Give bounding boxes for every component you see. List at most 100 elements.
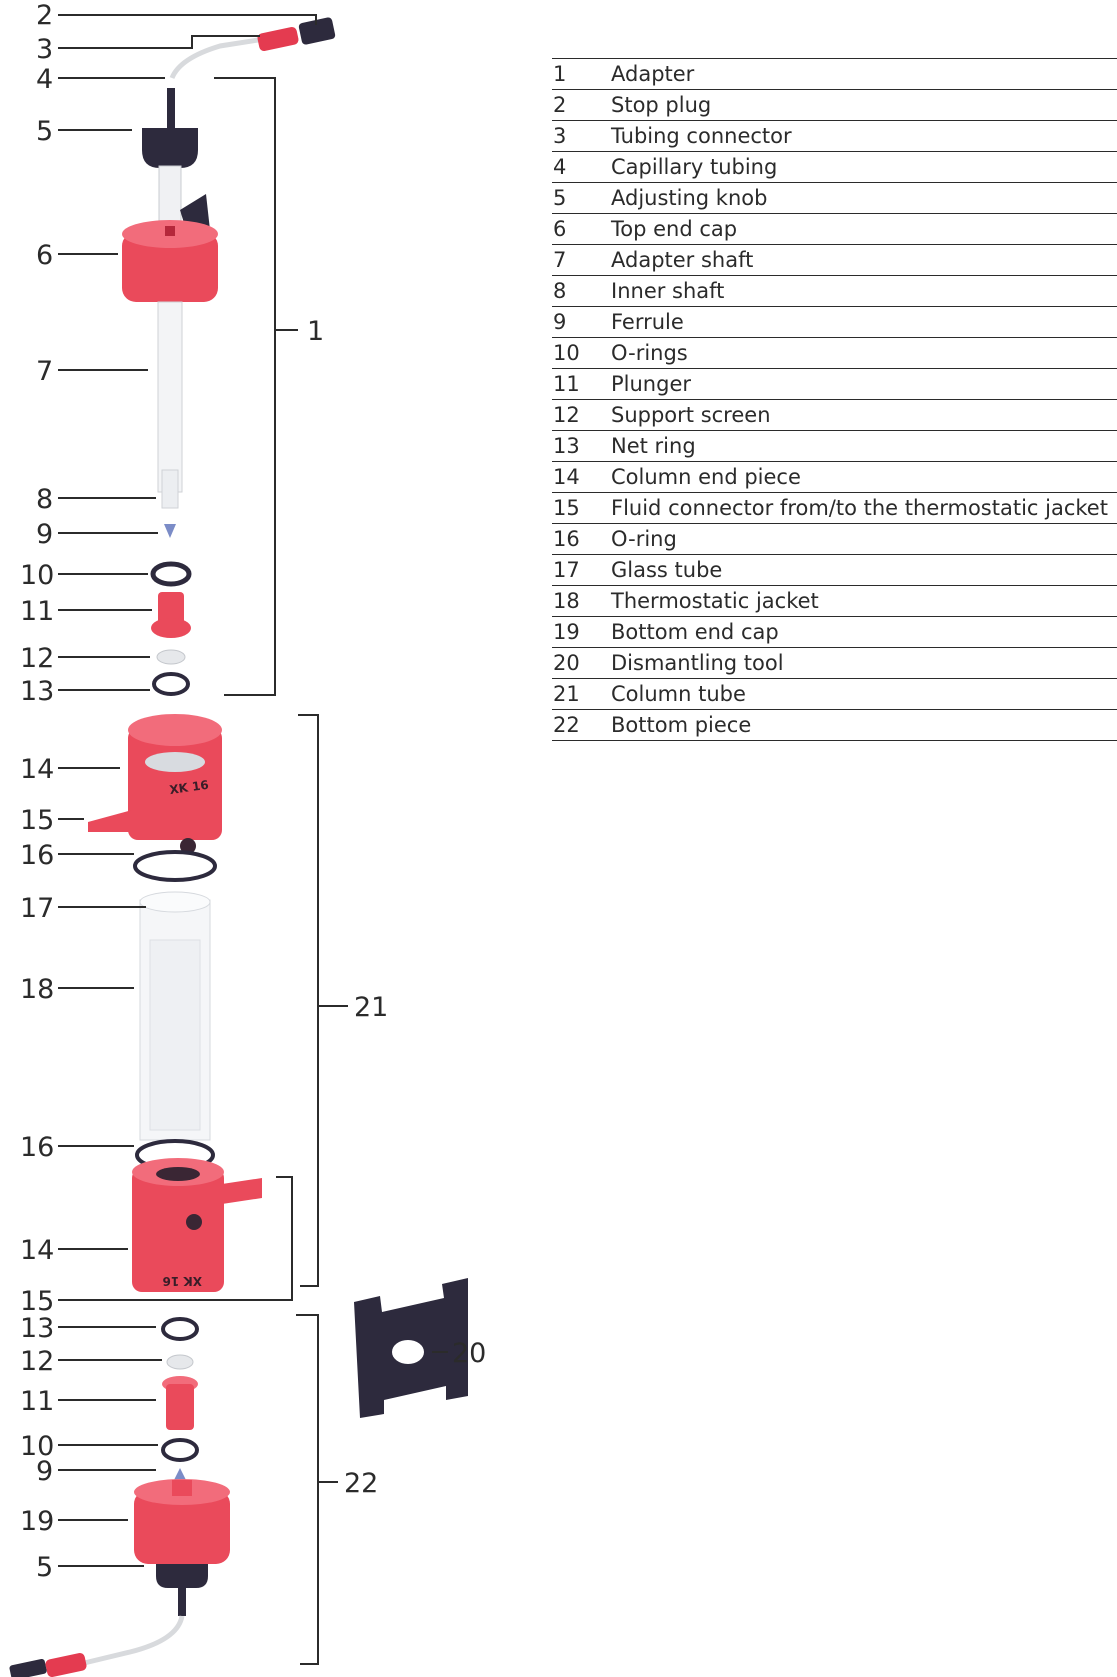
callout-17: 17 (20, 893, 54, 924)
callout-10-bottom: 10 (20, 1431, 54, 1462)
bottom-end-cap (134, 1479, 230, 1564)
part-name: Stop plug (611, 89, 1117, 121)
callout-15-bottom: 15 (20, 1286, 54, 1317)
part-name: O-ring (611, 523, 1117, 555)
plunger-bottom (162, 1376, 198, 1430)
support-screen-top (156, 649, 186, 665)
part-number: 2 (552, 89, 611, 121)
adjusting-knob-bottom (156, 1564, 208, 1616)
part-name: Column end piece (611, 461, 1117, 493)
capillary-tubing-top (169, 37, 259, 80)
part-name: Tubing connector (611, 120, 1117, 152)
net-ring-bottom (161, 1317, 199, 1341)
dismantling-tool (354, 1278, 468, 1418)
part-number: 4 (552, 151, 611, 183)
top-end-cap (122, 165, 218, 302)
callout-11-bottom: 11 (20, 1386, 54, 1417)
part-number: 17 (552, 554, 611, 586)
part-number: 10 (552, 337, 611, 369)
part-number: 22 (552, 709, 611, 741)
part-name: Top end cap (611, 213, 1117, 245)
part-name: Inner shaft (611, 275, 1117, 307)
callout-11-top: 11 (20, 596, 54, 627)
part-name: Thermostatic jacket (611, 585, 1117, 617)
o-ring-bottom (161, 1438, 199, 1462)
end-piece-marking-top: XK 16 (169, 778, 210, 797)
callout-13-bottom: 13 (20, 1313, 54, 1344)
support-screen-bottom (166, 1354, 194, 1370)
part-number: 9 (552, 306, 611, 338)
callout-15-top: 15 (20, 805, 54, 836)
callout-2: 2 (36, 0, 53, 31)
callout-13-top: 13 (20, 676, 54, 707)
part-number: 3 (552, 120, 611, 152)
callout-10-top: 10 (20, 560, 54, 591)
part-number: 14 (552, 461, 611, 493)
callout-9-top: 9 (36, 519, 53, 550)
part-name: Dismantling tool (611, 647, 1117, 679)
glass-tube (139, 891, 211, 1141)
part-name: Column tube (611, 678, 1117, 710)
ferrule-top (164, 524, 176, 538)
callout-18: 18 (20, 974, 54, 1005)
callout-7: 7 (36, 356, 53, 387)
callout-16-top: 16 (20, 840, 54, 871)
net-ring-top (152, 672, 190, 696)
part-name: O-rings (611, 337, 1117, 369)
part-number: 8 (552, 275, 611, 307)
part-number: 12 (552, 399, 611, 431)
stop-plug-bottom (9, 1658, 47, 1677)
part-number: 21 (552, 678, 611, 710)
callout-19: 19 (20, 1506, 54, 1537)
part-number: 7 (552, 244, 611, 276)
part-name: Glass tube (611, 554, 1117, 586)
part-number: 20 (552, 647, 611, 679)
part-name: Net ring (611, 430, 1117, 462)
tubing-connector-top (257, 26, 299, 52)
callout-5-bottom: 5 (36, 1552, 53, 1583)
o-ring-top (150, 561, 192, 587)
part-name: Adapter shaft (611, 244, 1117, 276)
part-number: 6 (552, 213, 611, 245)
column-end-piece-top: XK 16 (88, 714, 222, 854)
callout-1: 1 (307, 316, 324, 347)
capillary-tubing-bottom (79, 1615, 185, 1667)
callout-4: 4 (36, 64, 53, 95)
part-number: 16 (552, 523, 611, 555)
part-name: Adjusting knob (611, 182, 1117, 214)
ferrule-bottom (174, 1468, 186, 1480)
callout-14-top: 14 (20, 754, 54, 785)
callout-20: 20 (452, 1338, 486, 1369)
plunger-top (151, 592, 191, 638)
exploded-column-diagram: XK 16 XK 16 (9, 0, 486, 1677)
callout-6: 6 (36, 240, 53, 271)
o-ring-upper-jacket (133, 850, 217, 882)
part-number: 19 (552, 616, 611, 648)
tubing-connector-bottom (45, 1652, 87, 1677)
callout-5-top: 5 (36, 116, 53, 147)
adjusting-knob-top (142, 88, 198, 168)
callout-12-top: 12 (20, 643, 54, 674)
callout-14-bottom: 14 (20, 1235, 54, 1266)
part-number: 5 (552, 182, 611, 214)
